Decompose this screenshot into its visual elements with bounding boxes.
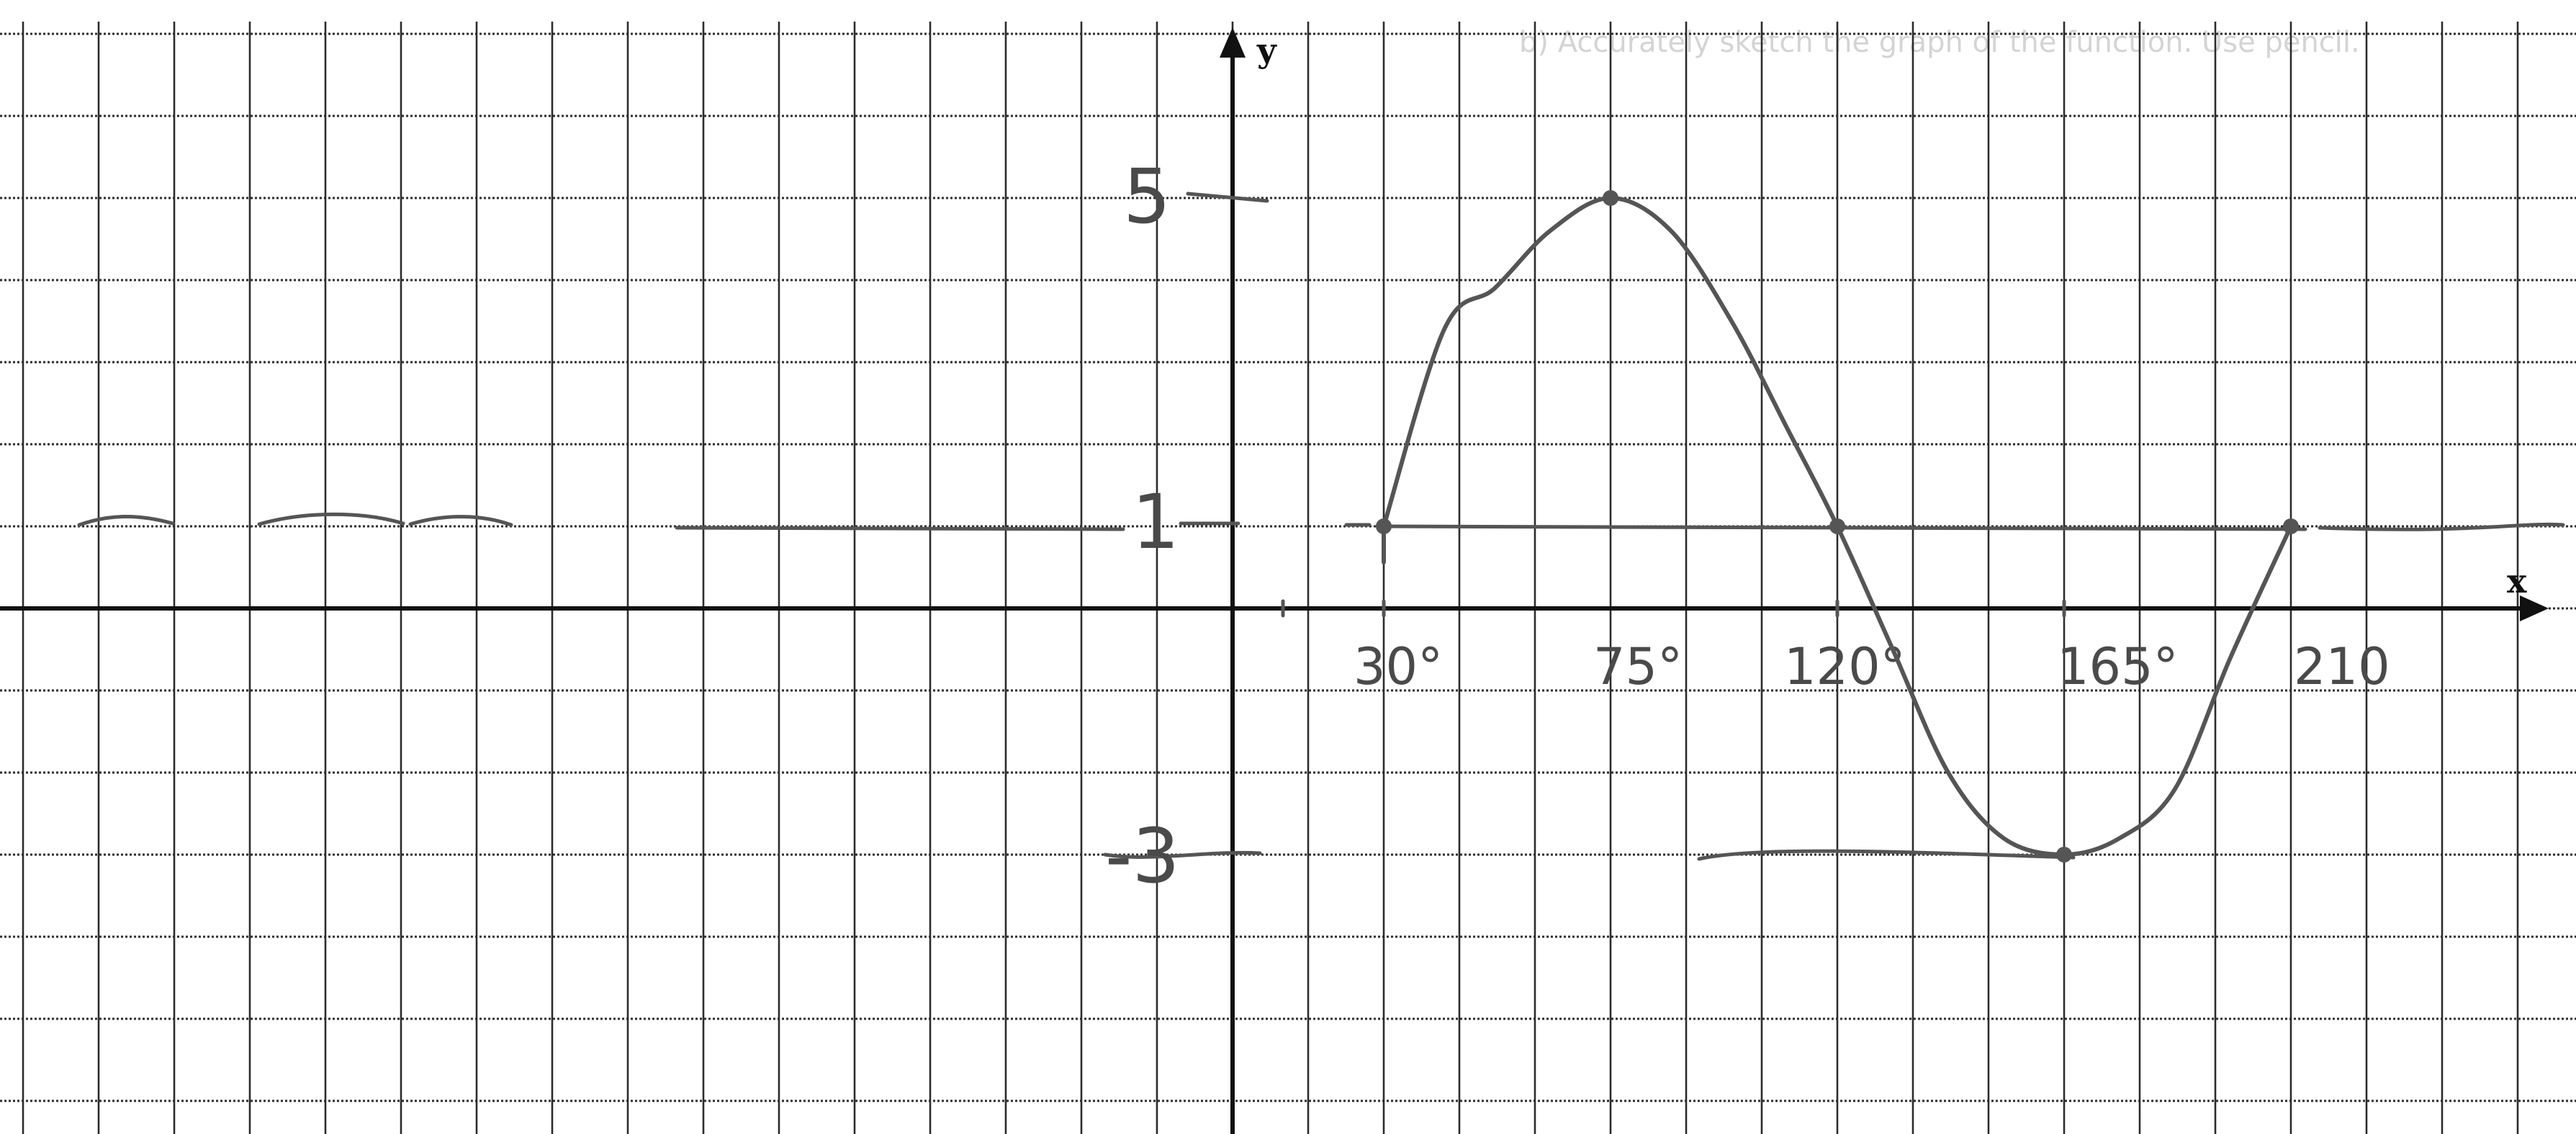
curve-group <box>1376 190 2299 863</box>
x-axis-label: x <box>2507 562 2527 600</box>
y-tick-label: 1 <box>1132 478 1179 566</box>
instruction-text: b) Accurately sketch the graph of the fu… <box>1519 26 2360 59</box>
y-tick-label: 5 <box>1123 153 1171 240</box>
y-axis-arrow <box>1220 27 1246 58</box>
tick-labels: 30° 75° 120° 165° 210 5 1 -3 <box>1105 153 2390 900</box>
x-tick-label: 120° <box>1784 637 1906 696</box>
guide-lines <box>77 192 2565 861</box>
y-axis-label: y <box>1256 31 1277 70</box>
axes: x y <box>0 27 2549 1134</box>
min-guide <box>1103 849 2076 861</box>
max-guide <box>1186 192 1269 203</box>
x-tick-label: 210 <box>2294 637 2390 696</box>
x-tick-label: 165° <box>2057 637 2179 696</box>
y-tick-label: -3 <box>1105 812 1180 900</box>
x-tick-label: 30° <box>1354 637 1443 696</box>
grid <box>0 22 2576 1134</box>
marked-point <box>2283 518 2299 534</box>
midline-guide <box>77 512 2565 531</box>
marked-point <box>2056 847 2072 863</box>
x-tick-label: 75° <box>1593 637 1683 696</box>
marked-point <box>1603 190 1618 206</box>
marked-point <box>1376 518 1392 534</box>
x-axis-arrow <box>2520 595 2549 621</box>
marked-point <box>1829 518 1845 534</box>
